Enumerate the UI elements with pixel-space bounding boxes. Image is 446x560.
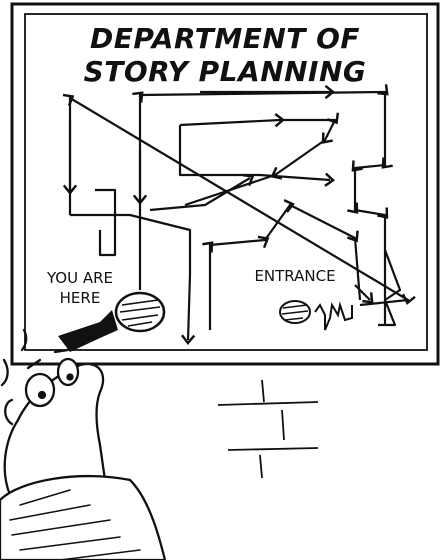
entrance-label: ENTRANCE [254, 267, 336, 285]
you-are-here-marker [58, 291, 166, 352]
entrance-marker [279, 300, 353, 331]
confused-character [0, 328, 167, 560]
character-eye-left [24, 372, 56, 408]
maze-paths [62, 84, 416, 346]
character-brow [26, 348, 70, 370]
you-are-here-line-2: HERE [59, 289, 101, 307]
you-are-here-label: YOU ARE HERE [30, 268, 130, 308]
sign-title-line-1: DEPARTMENT OF [89, 22, 361, 55]
character-shirt [0, 474, 167, 560]
character-eye-right [56, 357, 80, 387]
pointer-arrow [58, 310, 118, 352]
wall-marks [217, 379, 319, 479]
sign-title-line-2: STORY PLANNING [83, 55, 367, 88]
you-are-here-line-1: YOU ARE [46, 269, 114, 287]
sign-board [10, 2, 440, 366]
character-ear [4, 398, 14, 426]
